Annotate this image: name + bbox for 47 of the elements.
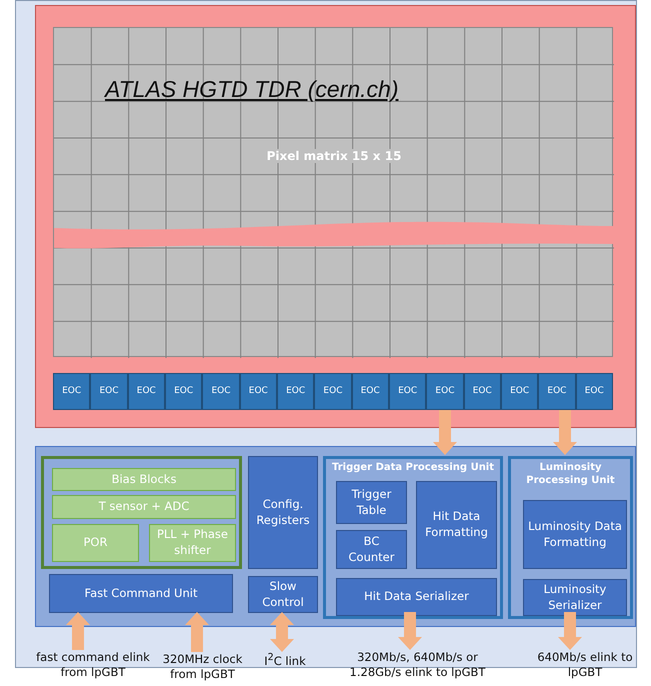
analog-block: POR [52, 524, 139, 562]
eoc-block: EOC [576, 373, 613, 410]
arrow [270, 612, 294, 652]
eoc-block: EOC [464, 373, 501, 410]
unit-title: Luminosity Processing Unit [525, 461, 616, 487]
processing-unit-box [323, 456, 503, 619]
logic-block: Fast Command Unit [49, 574, 233, 613]
eoc-block: EOC [164, 373, 202, 410]
eoc-block: EOC [276, 373, 314, 410]
eoc-block: EOC [53, 373, 90, 410]
analog-block-group [41, 456, 242, 569]
arrow [185, 612, 209, 652]
eoc-block: EOC [90, 373, 128, 410]
eoc-block: EOC [240, 373, 277, 410]
signal-label: 640Mb/s elink to lpGBT [525, 650, 645, 686]
eoc-block: EOC [538, 373, 576, 410]
arrow [553, 410, 577, 455]
logic-block: Luminosity Serializer [523, 579, 627, 616]
periphery-panel [35, 446, 636, 627]
arrow [433, 410, 457, 455]
eoc-block: EOC [388, 373, 426, 410]
source-note: ATLAS HGTD TDR (cern.ch) [105, 76, 398, 103]
logic-block: BC Counter [336, 530, 407, 569]
eoc-block: EOC [314, 373, 352, 410]
signal-label: 320MHz clock from lpGBT [155, 652, 250, 686]
eoc-block: EOC [128, 373, 165, 410]
logic-block: Config. Registers [248, 456, 318, 569]
logic-block: Slow Control [248, 576, 318, 613]
signal-label: fast command elink from lpGBT [28, 650, 158, 686]
signal-label: I$^{2}$C link [260, 652, 310, 676]
analog-block: T sensor + ADC [52, 495, 236, 519]
analog-block: PLL + Phase shifter [149, 524, 236, 562]
arrow [66, 612, 90, 650]
arrow [398, 612, 422, 650]
analog-block: Bias Blocks [52, 468, 236, 491]
logic-block: Trigger Table [336, 481, 407, 524]
eoc-block: EOC [426, 373, 464, 410]
eoc-block: EOC [202, 373, 240, 410]
arrow [558, 612, 582, 650]
eoc-block: EOC [352, 373, 389, 410]
unit-title: Trigger Data Processing Unit [330, 461, 496, 474]
logic-block: Hit Data Serializer [336, 578, 497, 616]
logic-block: Luminosity Data Formatting [523, 500, 627, 569]
logic-block: Hit Data Formatting [416, 481, 497, 569]
signal-label: 320Mb/s, 640Mb/s or 1.28Gb/s elink to lpGBT [330, 650, 505, 686]
processing-unit-box [508, 456, 633, 619]
eoc-block: EOC [500, 373, 538, 410]
